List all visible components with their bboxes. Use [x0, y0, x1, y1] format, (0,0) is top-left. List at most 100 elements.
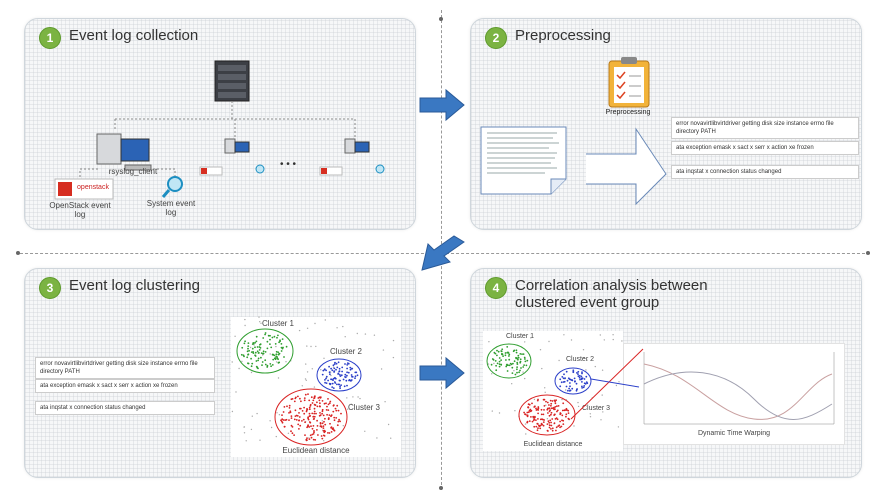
background-point — [306, 345, 308, 347]
ellipsis: • • • — [279, 159, 297, 170]
cluster-1-point — [519, 361, 522, 364]
background-point — [546, 418, 549, 420]
cluster-1-point — [279, 340, 281, 343]
background-point — [330, 374, 332, 377]
background-point — [311, 368, 313, 370]
cluster-3-point — [296, 415, 299, 417]
cluster-3-point — [336, 404, 339, 407]
cluster-1-point — [255, 365, 258, 368]
cluster-1-point — [498, 357, 501, 359]
cluster-3-point — [316, 429, 318, 431]
cluster-3-point — [308, 426, 311, 428]
cluster-3-point — [540, 408, 543, 411]
background-point — [298, 329, 301, 332]
cluster-2-point — [579, 378, 581, 381]
cluster-3-point — [340, 412, 342, 415]
cluster-2-point — [331, 386, 334, 388]
collection-diagram — [54, 60, 385, 200]
cluster-3-point — [304, 421, 306, 424]
cluster-2-point — [569, 385, 571, 388]
cluster-3-point — [538, 425, 541, 428]
cluster-1-point — [262, 350, 265, 353]
cluster-3-point — [305, 410, 308, 413]
cluster-1-point — [519, 369, 521, 372]
cluster-3-point — [547, 420, 550, 423]
cluster-3-point — [280, 419, 282, 422]
cluster-3-point — [321, 412, 323, 415]
background-point — [323, 440, 325, 442]
cluster-3-point — [535, 425, 538, 428]
cluster-3-point — [335, 409, 338, 412]
cluster-3-point — [311, 427, 314, 430]
cluster-3-point — [313, 430, 315, 432]
cluster-3-point — [322, 414, 325, 417]
cluster-3-point — [554, 402, 557, 405]
cluster-1-point — [507, 351, 509, 354]
cluster-3-point — [327, 403, 330, 406]
background-point — [357, 396, 359, 398]
cluster-3-point — [303, 406, 305, 409]
cluster-3-point — [301, 420, 303, 422]
cluster-2-point — [327, 379, 329, 382]
cluster-3-point — [530, 416, 532, 418]
cluster-3-point — [531, 402, 533, 405]
cluster-2-point — [344, 376, 346, 378]
cluster-3-point — [305, 439, 308, 442]
cluster-1-point — [493, 351, 496, 354]
cluster-3-point — [290, 430, 292, 433]
cluster-3-point — [297, 423, 300, 426]
cluster-3-point — [326, 413, 328, 416]
cluster-1-point — [524, 360, 527, 363]
cluster-1-point — [514, 373, 517, 376]
cluster-1-point — [513, 349, 516, 352]
cluster-3-point — [336, 424, 339, 427]
cluster-3-point — [546, 429, 549, 432]
cluster-3-point — [333, 429, 336, 432]
background-point — [310, 345, 312, 348]
cluster-1-point — [515, 351, 518, 354]
cluster-3-point — [555, 426, 558, 429]
cluster-3-point — [290, 417, 293, 419]
cluster-1-point — [516, 363, 519, 365]
cluster-3-point — [536, 408, 539, 411]
cluster-3-point — [291, 432, 294, 435]
cluster-3-point — [319, 425, 322, 428]
cluster-1-point — [515, 349, 518, 352]
cluster-2-point — [339, 385, 341, 388]
cluster-scatter-plot: Cluster 1 Cluster 2 Cluster 3 Euclidean … — [231, 316, 401, 457]
background-point — [342, 425, 344, 427]
cluster-3-point — [307, 416, 309, 419]
cluster-3-point — [557, 405, 560, 407]
cluster-3-point — [524, 413, 526, 416]
panel-title: 2 Preprocessing — [485, 27, 611, 49]
cluster-3-point — [567, 417, 570, 420]
cluster-1-point — [274, 357, 277, 359]
cluster-3-point — [542, 398, 545, 401]
cluster-3-point — [314, 395, 316, 398]
cluster-3-point — [548, 410, 551, 413]
cluster-2-point — [581, 381, 583, 383]
cluster-1-point — [516, 371, 518, 374]
cluster-2-point — [573, 377, 576, 380]
background-point — [514, 410, 516, 412]
cluster-1-point — [516, 361, 519, 364]
background-point — [244, 318, 246, 321]
cluster-2-point — [325, 375, 328, 378]
cluster-2-point — [333, 381, 336, 383]
cluster-1-point — [267, 334, 270, 337]
background-point — [594, 365, 596, 368]
cluster-2-point — [332, 379, 334, 382]
cluster-3-point — [319, 397, 322, 399]
cluster-3-point — [532, 416, 535, 419]
system-event-log-label: System event log — [146, 199, 196, 217]
cluster-3-point — [282, 411, 285, 413]
cluster-2-point — [350, 379, 353, 381]
cluster-3-point — [317, 434, 319, 436]
cluster-3-point — [565, 413, 568, 416]
cluster-1-point — [519, 358, 522, 361]
cluster-3-point — [281, 418, 284, 421]
cluster-2-point — [578, 376, 581, 379]
cluster-3-point — [321, 408, 324, 411]
cluster-1-point — [261, 364, 263, 366]
cluster-3-point — [308, 408, 311, 411]
